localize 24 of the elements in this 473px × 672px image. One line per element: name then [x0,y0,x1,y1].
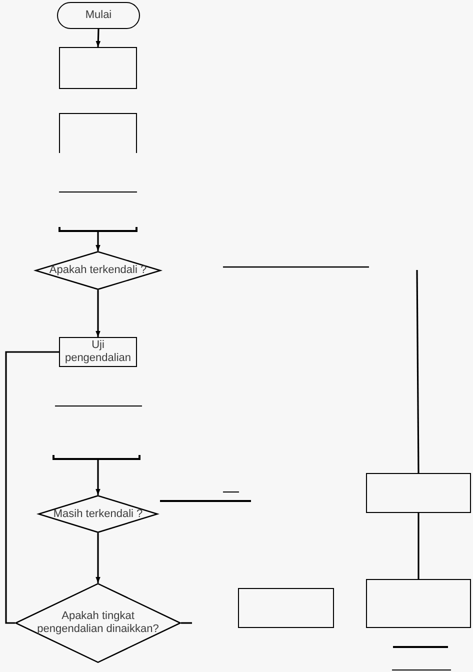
decision-label: Apakah tingkat pengendalian dinaikkan? [36,610,160,636]
empty-process-box [366,579,471,628]
start-terminal [57,2,140,29]
terminal-label: Mulai [85,9,112,22]
empty-process-box [366,473,471,513]
process-box [59,337,137,367]
arrow [96,232,100,251]
decision-diamond [38,495,158,533]
connector-line [416,270,420,473]
arrow [96,460,100,495]
open-box [59,113,137,153]
arrow [96,28,101,48]
decision-label: Masih terkendali ? [52,508,144,520]
arrow [96,290,100,337]
box-label: Uji pengendalian [64,339,132,365]
connector-line [181,622,192,624]
connector-line [5,351,59,624]
decision-diamond [15,583,181,663]
empty-process-box [238,588,334,628]
decision-diamond [35,251,161,290]
connector-line [418,513,420,579]
empty-process-box [59,47,137,89]
decision-label: Apakah terkendali ? [48,264,148,277]
arrow [96,533,100,583]
